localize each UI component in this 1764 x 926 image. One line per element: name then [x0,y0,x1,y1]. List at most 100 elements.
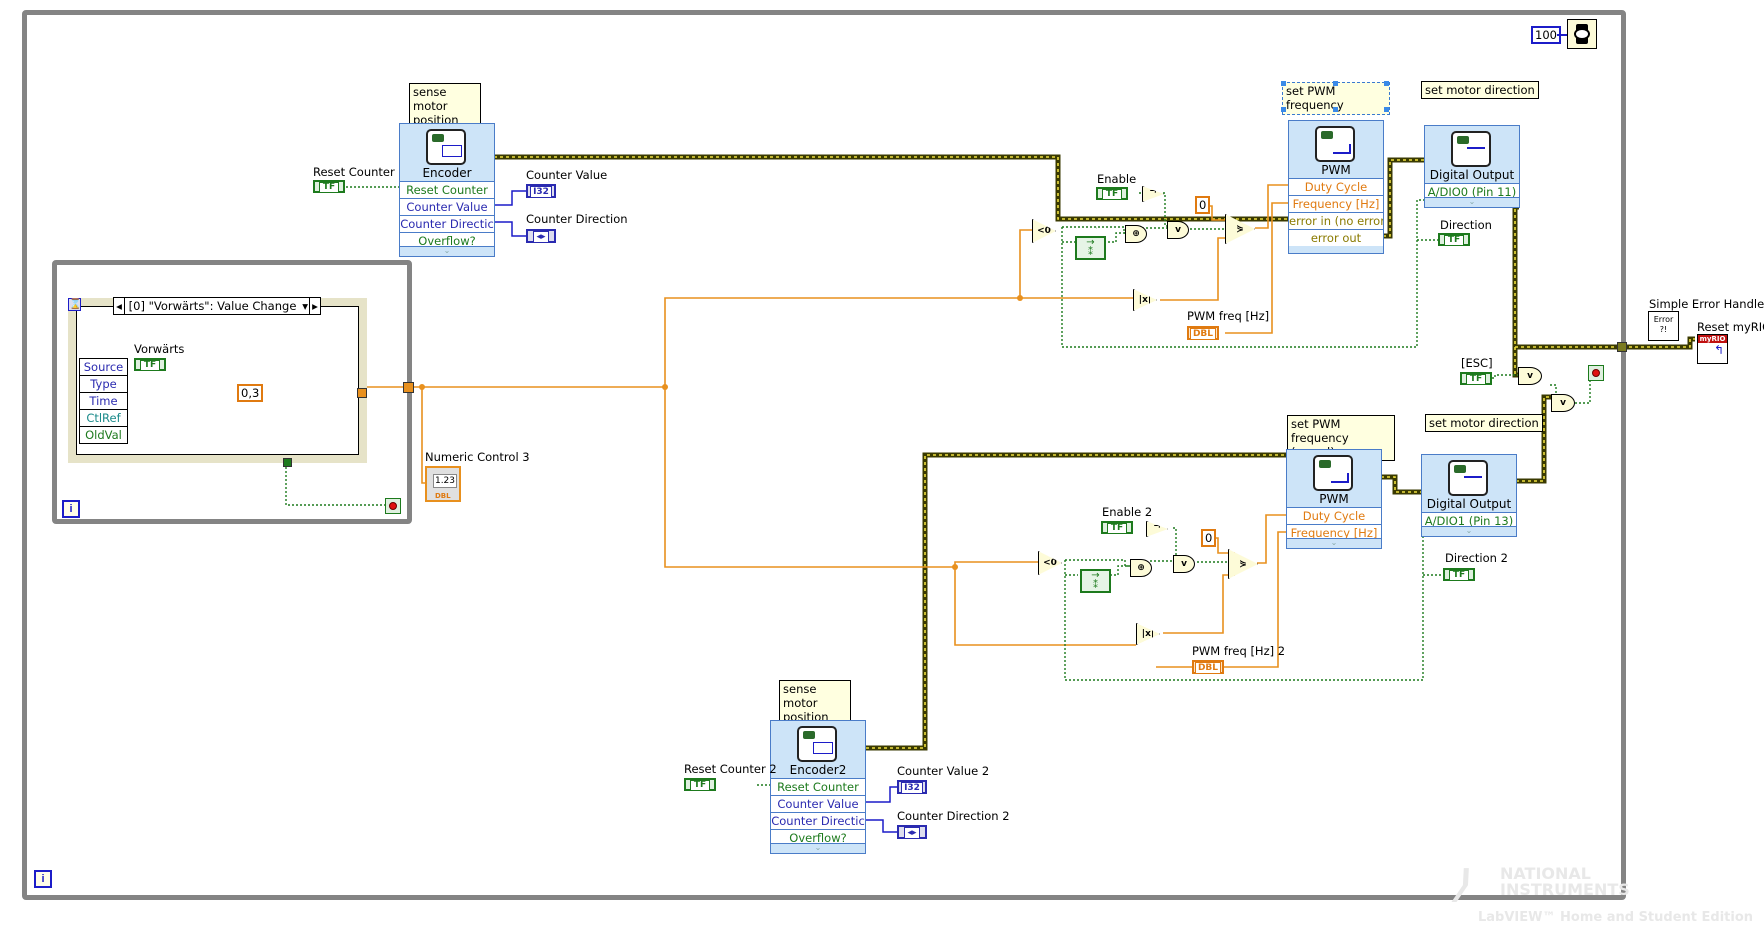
event-stop-tunnel [283,458,292,467]
dout2-node[interactable]: Digital Output A/DIO1 (Pin 13) ⌄ [1421,454,1517,537]
counter-value-2-indicator[interactable]: I32 [897,780,927,794]
encoder2-term-direction[interactable]: Counter Directic [771,812,865,829]
or-gate-2[interactable]: v [1173,555,1195,573]
counter-direction-indicator[interactable]: ◂▸ [526,229,556,243]
outer-loop-iteration-terminal: i [34,870,52,888]
digital-output-icon [1448,460,1488,496]
dout1-node[interactable]: Digital Output A/DIO0 (Pin 11) ⌄ [1424,125,1520,208]
selection-handle[interactable] [1333,81,1338,86]
reset-counter-2-control[interactable]: TF [684,778,716,791]
reset-counter-control[interactable]: TF [313,180,345,193]
pwm1-term-error-out[interactable]: error out [1289,229,1383,246]
counter-direction-2-indicator[interactable]: ◂▸ [897,825,927,839]
next-case-arrow[interactable]: ▸ [309,298,320,314]
esc-control[interactable]: TF [1460,372,1492,385]
encoder1-term-value[interactable]: Counter Value [400,198,494,215]
enable-label: Enable [1097,172,1137,186]
event-data-node[interactable]: Source Type Time CtlRef OldVal [79,358,128,444]
encoder2-term-overflow[interactable]: Overflow? [771,829,865,846]
event-loop-stop-button[interactable] [385,498,401,514]
main-stop-button[interactable] [1588,365,1604,381]
encoder1-node[interactable]: Encoder Reset Counter Counter Value Coun… [399,123,495,257]
expand-icon[interactable]: ⌄ [1422,526,1516,536]
zero-constant-1[interactable]: 0 [1195,196,1211,214]
pwm1-node[interactable]: PWM Duty Cycle Frequency [Hz] error in (… [1288,120,1384,254]
or-gate-esc[interactable]: v [1518,367,1542,385]
dout1-comment[interactable]: set motor direction [1421,81,1539,99]
enable-control[interactable]: TF [1096,187,1128,200]
encoder2-node[interactable]: Encoder2 Reset Counter Counter Value Cou… [770,720,866,854]
encoder1-term-overflow[interactable]: Overflow? [400,232,494,249]
int-wire[interactable] [494,190,898,833]
selection-handle[interactable] [1384,81,1389,86]
zero-constant-2[interactable]: 0 [1201,529,1217,547]
enable-2-label: Enable 2 [1102,505,1153,519]
or-gate-stop[interactable]: v [1551,394,1575,412]
expand-icon[interactable]: ⌄ [1287,538,1381,548]
counter-value-label: Counter Value [526,168,608,182]
pwm-freq-control[interactable]: DBL [1187,326,1219,340]
encoder1-comment[interactable]: sense motor position [409,83,481,129]
pwm2-node[interactable]: PWM Duty Cycle Frequency [Hz] ⌄ [1286,449,1382,549]
expand-icon[interactable]: ⌄ [771,843,865,853]
event-tunnel [357,388,367,398]
bool-wire[interactable] [285,186,1594,786]
enable-2-control[interactable]: TF [1101,521,1133,534]
counter-direction-label: Counter Direction [526,212,628,226]
digital-output-icon [1451,131,1491,167]
case-dropdown-arrow[interactable]: ▾ [302,299,308,313]
reset-arrow-icon: ↰ [1713,343,1724,357]
xor-gate-1[interactable]: ⊕ [1125,225,1147,243]
event-case-selector[interactable]: ◂ [0] "Vorwärts": Value Change ▾ ▸ [113,297,321,315]
pwm-freq-2-label: PWM freq [Hz] 2 [1192,644,1286,658]
pwm1-term-error-in[interactable]: error in (no error) [1289,212,1383,229]
selection-handle[interactable] [1384,107,1389,112]
pwm-freq-2-control[interactable]: DBL [1192,660,1224,674]
numeric-control-3-value: 1.23 [433,474,457,488]
wait-ms-watch-icon[interactable] [1567,19,1597,49]
event-data-type[interactable]: Type [80,376,127,393]
event-data-oldval[interactable]: OldVal [85,428,122,442]
encoder2-title: Encoder2 [789,763,847,777]
boolean-to-01-1[interactable]: →⁑ [1075,236,1106,260]
direction-indicator[interactable]: TF [1438,233,1470,246]
event-data-ctlref[interactable]: CtlRef [80,410,127,427]
boolean-to-01-2[interactable]: →⁑ [1080,569,1111,593]
reset-myrio-label: Reset myRIO [1697,320,1764,334]
expand-icon[interactable]: ⌄ [1425,197,1519,207]
encoder2-term-reset[interactable]: Reset Counter [771,778,865,795]
pwm-icon [1313,455,1353,491]
pwm1-term-duty[interactable]: Duty Cycle [1289,178,1383,195]
counter-value-2-label: Counter Value 2 [897,764,990,778]
event-data-source[interactable]: Source [80,359,127,376]
direction-2-indicator[interactable]: TF [1443,568,1475,581]
expand-icon[interactable]: ⌄ [400,246,494,256]
dout2-comment[interactable]: set motor direction [1425,414,1543,432]
encoder2-term-value[interactable]: Counter Value [771,795,865,812]
dout1-channel[interactable]: A/DIO0 (Pin 11) [1425,183,1519,200]
or-gate-1[interactable]: v [1167,221,1189,239]
counter-value-indicator[interactable]: I32 [526,184,556,198]
outer-while-loop[interactable] [22,10,1626,900]
pwm1-term-frequency[interactable]: Frequency [Hz] [1289,195,1383,212]
dout2-channel[interactable]: A/DIO1 (Pin 13) [1422,512,1516,529]
prev-case-arrow[interactable]: ◂ [114,298,125,314]
selection-handle[interactable] [1333,107,1338,112]
selection-handle[interactable] [1281,81,1286,86]
direction-2-label: Direction 2 [1445,551,1508,565]
reset-myrio-node[interactable]: myRIO ↰ [1697,334,1728,364]
duty-constant-0-3[interactable]: 0,3 [237,384,264,402]
pwm-freq-label: PWM freq [Hz] [1187,309,1270,323]
event-timeout-icon[interactable]: ⌛ [68,298,82,311]
pwm2-term-frequency[interactable]: Frequency [Hz] [1287,524,1381,541]
selection-handle[interactable] [1281,107,1286,112]
error-handler-icon[interactable]: Error ?! [1648,311,1679,341]
vorwaerts-control[interactable]: TF [134,358,166,371]
xor-gate-2[interactable]: ⊕ [1130,559,1152,577]
encoder1-term-reset[interactable]: Reset Counter [400,181,494,198]
numeric-control-3[interactable]: 1.23 DBL [425,466,461,502]
event-data-time[interactable]: Time [80,393,127,410]
pwm2-term-duty[interactable]: Duty Cycle [1287,507,1381,524]
numeric-control-3-type: DBL [435,492,451,500]
encoder1-term-direction[interactable]: Counter Directic [400,215,494,232]
